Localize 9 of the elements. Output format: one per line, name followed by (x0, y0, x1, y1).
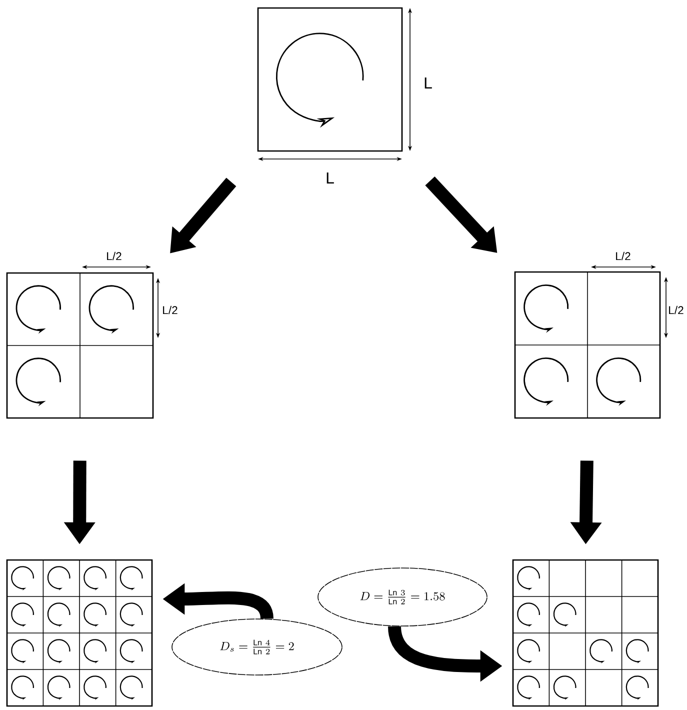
dimension-label: L/2 (616, 252, 630, 260)
grid-drawing (257, 7, 403, 152)
grid-drawing (6, 272, 154, 419)
grid-drawing (6, 559, 153, 707)
dimension-label: L (326, 172, 334, 184)
grid-drawing (512, 559, 659, 707)
dimension-label: L (424, 78, 432, 88)
dimension-label: L/2 (107, 252, 122, 260)
grid-drawing (514, 271, 661, 419)
